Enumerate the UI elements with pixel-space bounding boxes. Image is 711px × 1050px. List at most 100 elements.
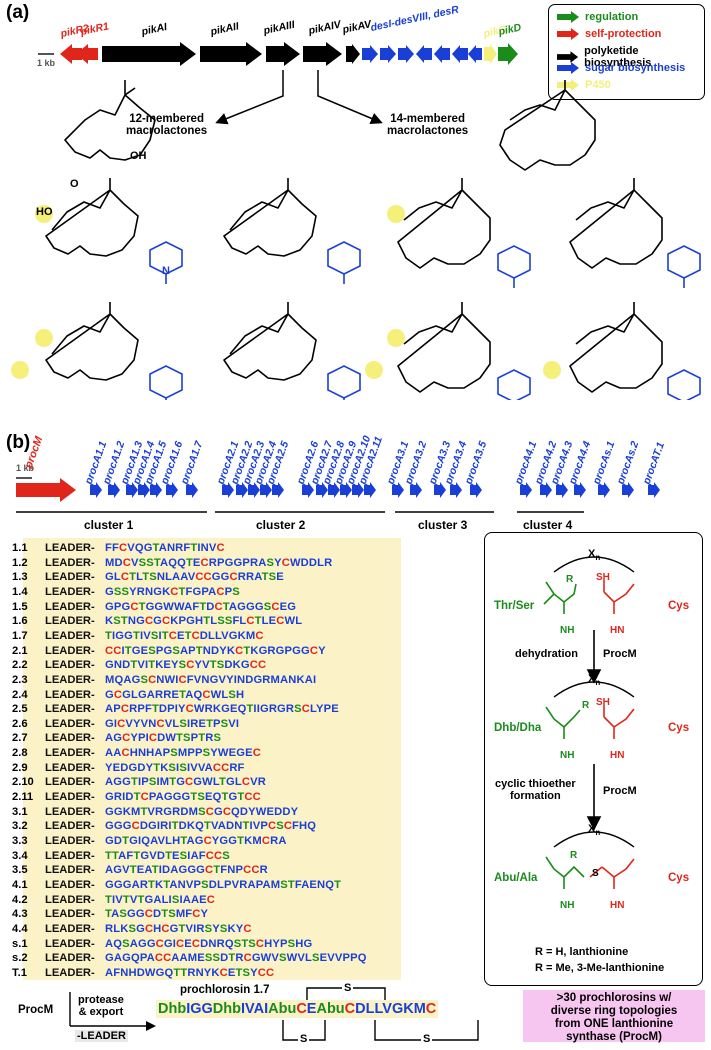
proc-gene-arrow [352,482,364,498]
proc-gene-arrow [248,482,260,498]
proc-gene-arrow [186,482,198,498]
leader-label: LEADER- [45,791,95,804]
xn-label: X [588,673,596,685]
leader-label: LEADER- [45,732,95,745]
peptide-sequence: CCITGESPGSAPTNDYKCTKGRGPGGCY [105,644,326,657]
peptide-sequence: MDCVSSTAQQTECRPGGPRASYCWDDLR [105,556,333,569]
peptide-sequence: GRIDTCPAGGGTSEQTGTCC [105,791,261,804]
peptide-sequence: AACHNHAPSMPPSYWEGEC [105,747,261,760]
proc-gene-arrow [598,482,610,498]
mech-xn-3: Xn [588,823,600,837]
sequence-id: 2.1 [12,644,28,657]
mech-hn-1: HN [610,625,625,636]
leader-label: LEADER- [45,835,95,847]
gene-des-7 [468,45,482,63]
regulation-arrow-icon [557,11,579,23]
panel-a-label: (a) [6,2,30,23]
xn-label: X [588,823,596,835]
leader-label: LEADER- [45,556,95,569]
structure-14-aglycone [499,80,596,171]
xn-sub: n [595,553,601,563]
peptide-sequence: GAGQPACCAAMESSDTRCGWVSWVLSEVVPPQ [105,952,367,965]
leader-label: LEADER- [45,644,95,657]
sequence-id: s.2 [12,952,28,965]
leader-label: LEADER- [45,703,95,716]
proc-gene-arrow [90,482,102,498]
leader-label: LEADER- [45,542,95,554]
sequence-id: 3.4 [12,849,28,862]
gene-des-6 [452,45,468,63]
leader-label: LEADER- [45,600,95,613]
leader-label: LEADER- [45,820,95,833]
proc-gene-arrow [138,482,150,498]
glycosylated-structures [11,177,701,400]
peptide-sequence: GSSYRNGKCTFGPACPS [105,585,240,598]
proc-gene-arrow [166,482,178,498]
hydroxyl-highlight [543,361,561,379]
hydroxyl-highlight [11,361,29,379]
leader-label: LEADER- [45,922,95,935]
cluster-label-2: cluster 2 [256,518,306,532]
leader-label: LEADER- [45,893,95,906]
bridge-s-right: S [421,1033,433,1045]
proc-gene-arrow [222,482,234,498]
peptide-sequence: KSTNGCGCKPGHTLSSFLCTLECWL [105,615,303,628]
proc-gene-arrow [340,482,352,498]
mechanism-drawing [543,556,635,889]
pik-gene-cluster [38,42,518,66]
cluster-label-4: cluster 4 [523,518,573,532]
sequence-id: 1.5 [12,600,28,613]
macrolactone-structures [64,80,596,171]
proc-gene-arrow [622,482,634,498]
sequence-id: 3.5 [12,864,28,877]
proc-gene-cluster [16,477,660,513]
gene-des-2 [380,45,396,63]
atom-label-n: N [162,265,170,277]
hydroxyl-highlight [365,361,383,379]
mech-note-lanthionine: R = H, lanthionine [535,946,629,958]
peptide-sequence: GICVYVNCVLSIRETPSVI [105,717,240,730]
product-sequence: DhbIGGDhbIVAIAbuCEAbuCDLLVGKMC [156,1000,439,1018]
proc-gene-arrow [108,482,120,498]
gene-pikAI [102,42,196,66]
mech-cys-1: Cys [668,600,690,612]
peptide-sequence: GLCTLTSNLAAVCCGGCRRATSE [105,571,284,584]
proc-gene-arrow [316,482,328,498]
sequence-id: T.1 [12,966,27,979]
peptide-sequence: TTAFTGVDTESIAFCCS [105,849,230,862]
sequence-id: 2.7 [12,732,28,745]
sequence-id: s.1 [12,937,28,950]
leader-label: LEADER- [45,629,95,642]
sequence-id: 2.5 [12,703,28,716]
leader-label: LEADER- [45,937,95,950]
summary-box: >30 prochlorosins w/ diverse ring topolo… [523,990,705,1043]
gene-des-4 [416,45,432,63]
leader-label: LEADER- [45,864,95,877]
peptide-sequence: YEDGDYTKSISIVVACCRF [105,761,245,774]
scale-label-a: 1 kb [37,58,56,68]
sequence-background [23,538,401,980]
xn-label: X [588,548,596,560]
leader-label: LEADER- [45,908,95,921]
sequence-id: 4.1 [12,878,28,891]
proc-gene-arrow [470,482,482,498]
gene-pikC [484,44,497,64]
leader-label: LEADER- [45,615,95,628]
leader-label: LEADER- [45,659,95,672]
proc-gene-arrow [410,482,422,498]
mech-thr-ser: Thr/Ser [494,600,535,612]
sequence-id: 4.2 [12,893,28,906]
sequence-id: 1.3 [12,571,28,584]
gene-pikR2 [60,44,82,64]
leader-label: LEADER- [45,688,95,701]
gene-pikR1 [76,44,98,64]
sequence-id: 3.3 [12,835,28,847]
mech-hn-3: HN [610,900,625,911]
mech-xn-1: Xn [588,548,600,562]
peptide-sequence: MQAGSCNWICFVNGVYINDGRMANKAI [105,673,317,686]
legend-item-sugar: sugar biosynthesis [557,62,685,74]
peptide-sequence: GNDTVITKEYSCYVTSDKGCC [105,659,267,672]
polyketide-arrow-icon [557,51,579,63]
sequence-id: 2.8 [12,747,28,760]
product-title: prochlorosin 1.7 [180,984,270,996]
